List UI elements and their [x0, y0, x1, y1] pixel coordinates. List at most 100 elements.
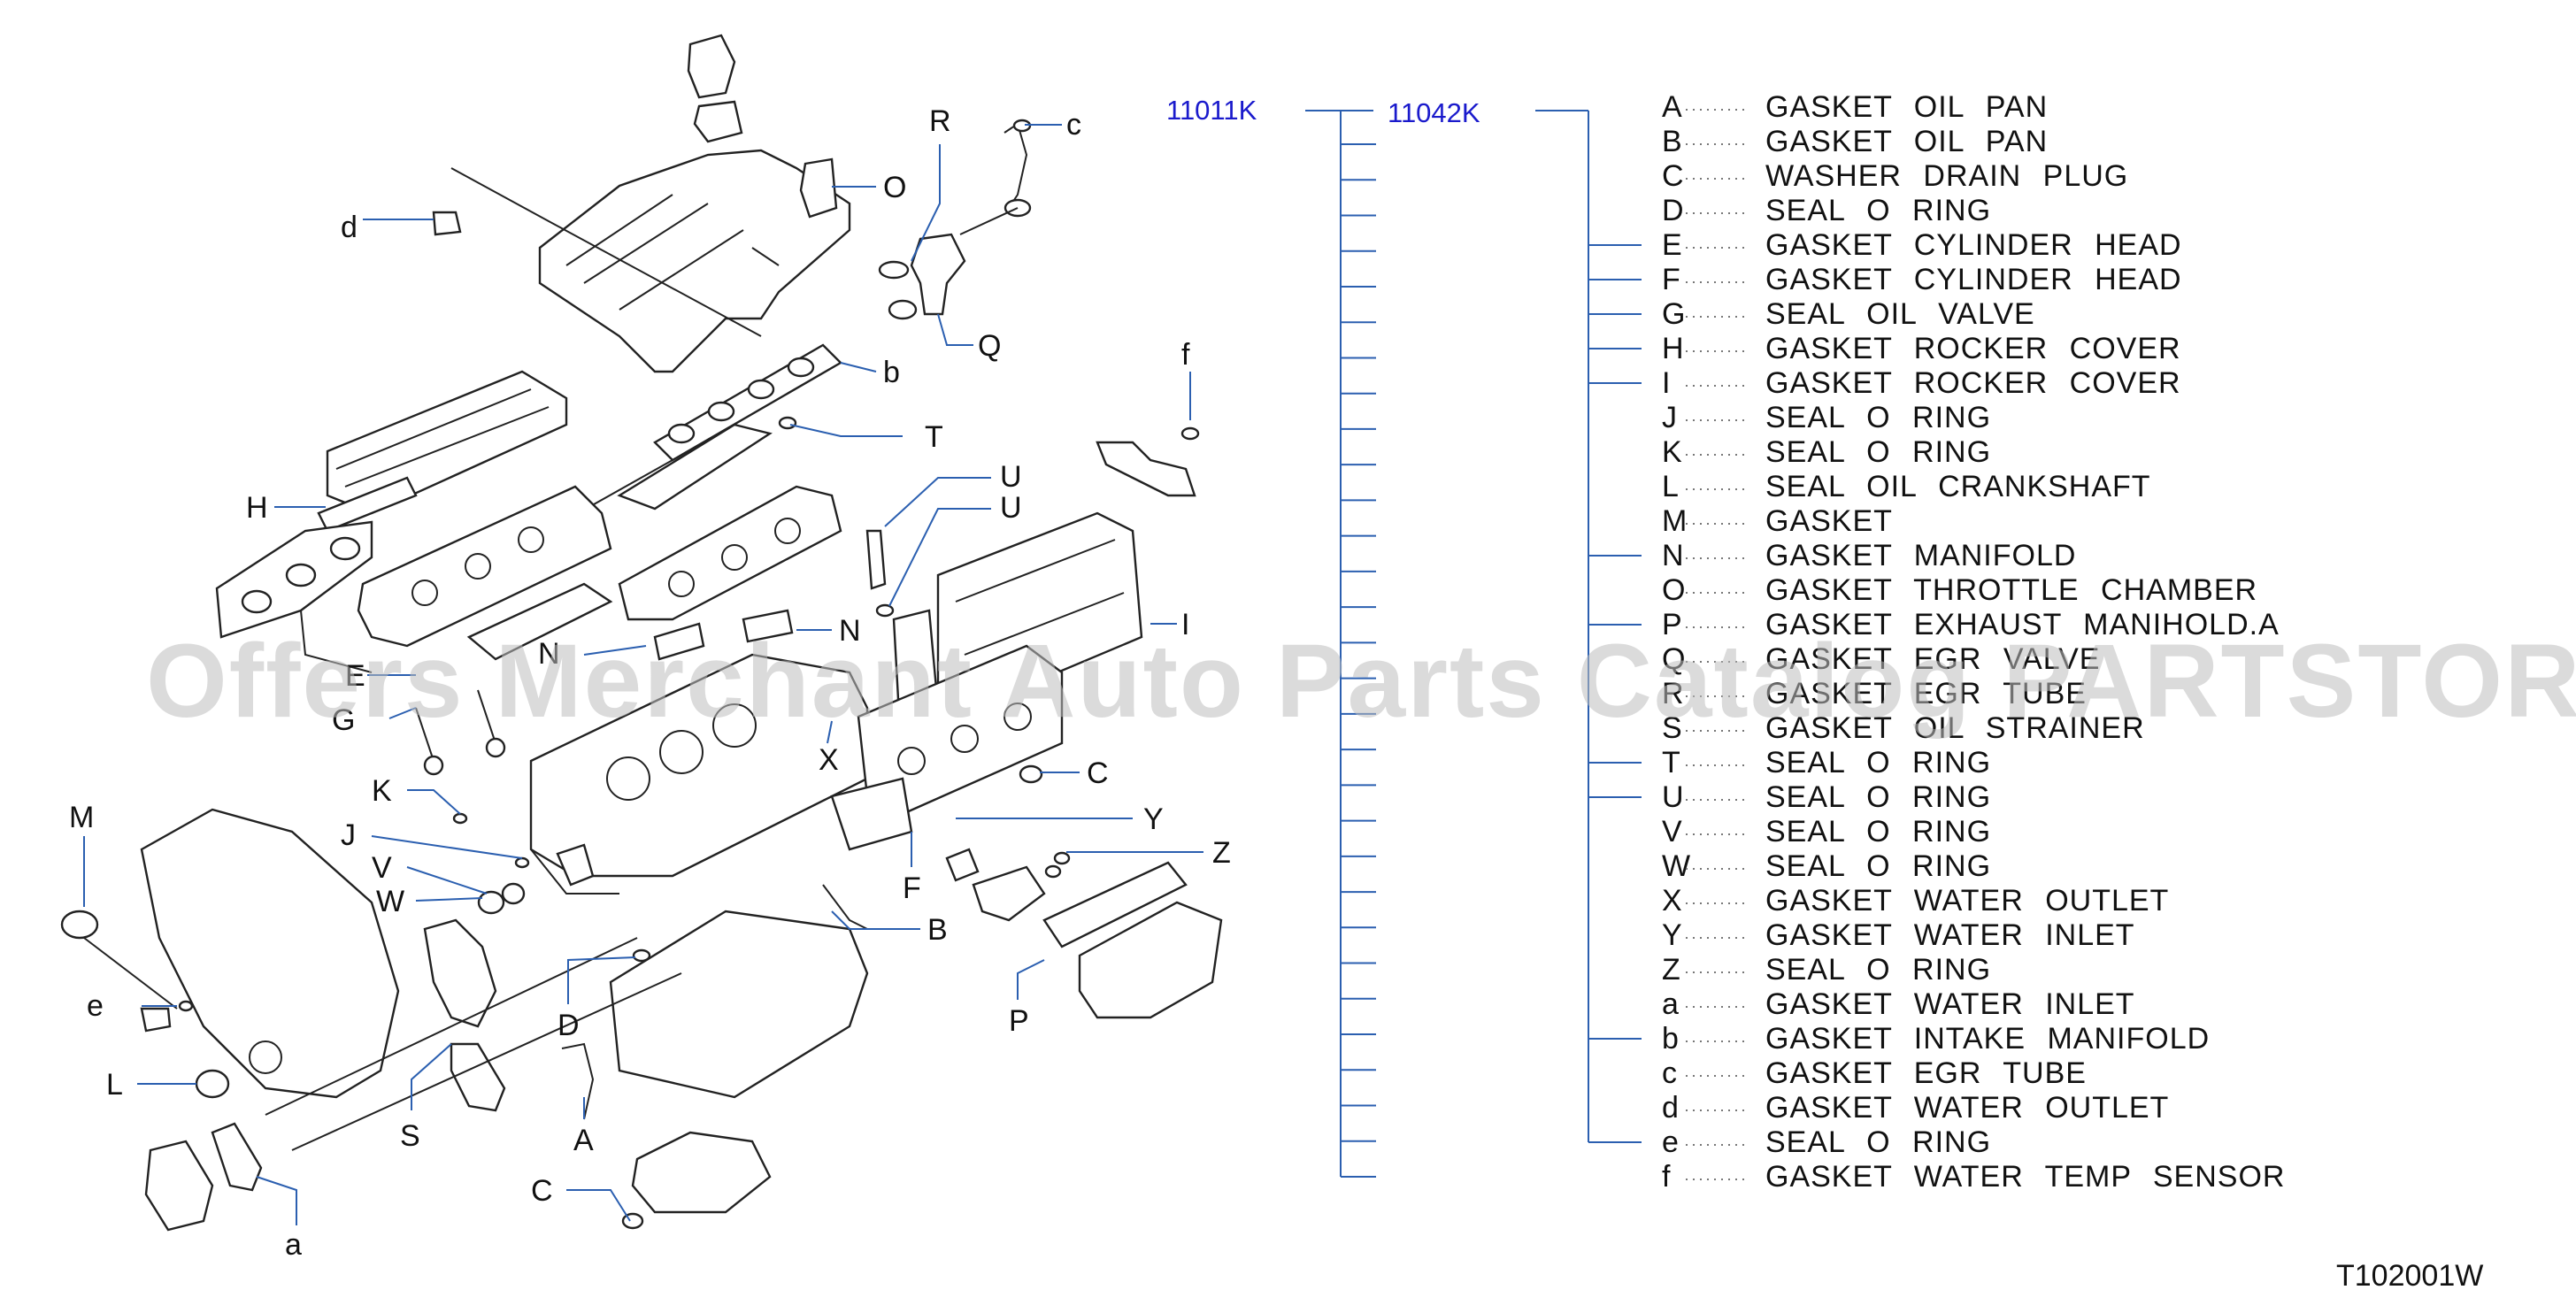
legend-description: GASKET EGR TUBE [1765, 677, 2087, 710]
callout-u-1: U [1000, 460, 1022, 494]
legend-description: GASKET WATER TEMP SENSOR [1765, 1160, 2285, 1194]
callout-n-1: N [538, 637, 560, 671]
assembly-tree: 11011K 11042K [1166, 95, 1642, 1178]
legend-description: SEAL O RING [1765, 849, 1991, 883]
callout-k: K [372, 774, 392, 808]
legend-description: SEAL O RING [1765, 953, 1991, 987]
callout-a-lower: a [285, 1228, 302, 1262]
callout-y: Y [1143, 802, 1164, 836]
assembly-code-main[interactable]: 11011K [1166, 95, 1257, 126]
assembly-code-sub[interactable]: 11042K [1388, 97, 1480, 128]
legend-row[interactable]: P GASKET EXHAUST MANIHOLD.A [1662, 608, 2280, 641]
legend-key: M [1662, 504, 1687, 538]
legend-key: F [1662, 263, 1680, 296]
legend-row[interactable]: U SEAL O RING [1662, 780, 1991, 814]
legend-description: GASKET WATER OUTLET [1765, 1091, 2169, 1125]
callout-m: M [69, 801, 94, 834]
legend-row[interactable]: C WASHER DRAIN PLUG [1662, 159, 2128, 193]
legend-key: G [1662, 297, 1685, 331]
callout-i: I [1181, 608, 1189, 641]
legend-row[interactable]: e SEAL O RING [1662, 1125, 1991, 1159]
callout-d: d [341, 211, 358, 244]
legend-key: X [1662, 884, 1682, 918]
callout-x: X [819, 743, 839, 777]
legend-description: SEAL O RING [1765, 780, 1991, 814]
callout-c-top: c [1066, 108, 1081, 142]
legend-row[interactable]: W SEAL O RING [1662, 849, 1991, 883]
legend-key: W [1662, 849, 1690, 883]
legend-row[interactable]: F GASKET CYLINDER HEAD [1662, 263, 2182, 296]
legend-key: B [1662, 125, 1682, 158]
callout-p: P [1009, 1004, 1029, 1038]
legend-key: e [1662, 1125, 1679, 1159]
callout-f-upper: F [903, 871, 921, 905]
callout-e: E [345, 659, 365, 693]
legend-key: U [1662, 780, 1684, 814]
watermark-text: Offers Merchant Auto Parts Catalog PARTS… [146, 623, 2576, 740]
legend-row[interactable]: K SEAL O RING [1662, 435, 1991, 469]
legend-description: GASKET OIL PAN [1765, 90, 2048, 124]
legend-row[interactable]: B GASKET OIL PAN [1662, 125, 2048, 158]
callout-q: Q [978, 329, 1001, 363]
legend-description: GASKET ROCKER COVER [1765, 366, 2181, 400]
legend-description: SEAL O RING [1765, 401, 1991, 434]
legend-description: SEAL O RING [1765, 194, 1991, 227]
legend-description: GASKET CYLINDER HEAD [1765, 228, 2182, 262]
callout-c-lower: C [531, 1174, 553, 1208]
legend-description: GASKET CYLINDER HEAD [1765, 263, 2182, 296]
legend-key: L [1662, 470, 1679, 503]
legend-row[interactable]: D SEAL O RING [1662, 194, 1991, 227]
legend-row[interactable]: X GASKET WATER OUTLET [1662, 884, 2169, 918]
callout-b-upper: B [927, 913, 948, 947]
diagram-footer-code: T102001W [2336, 1259, 2483, 1293]
callout-u-2: U [1000, 491, 1022, 525]
callout-w: W [376, 885, 404, 918]
legend-key: P [1662, 608, 1682, 641]
legend-description: GASKET EGR VALVE [1765, 642, 2100, 676]
callout-n-2: N [839, 614, 861, 648]
legend-key: C [1662, 159, 1684, 193]
legend-key: Y [1662, 918, 1682, 952]
legend-key: I [1662, 366, 1670, 400]
legend-row[interactable]: I GASKET ROCKER COVER [1662, 366, 2181, 400]
legend-description: GASKET WATER OUTLET [1765, 884, 2169, 918]
callout-h: H [246, 491, 268, 525]
legend-key: V [1662, 815, 1682, 848]
legend-description: GASKET EXHAUST MANIHOLD.A [1765, 608, 2280, 641]
exploded-engine-drawing [60, 34, 1223, 1232]
legend-key: H [1662, 332, 1684, 365]
legend-description: GASKET OIL PAN [1765, 125, 2048, 158]
legend-key: O [1662, 573, 1685, 607]
legend-key: D [1662, 194, 1684, 227]
callout-f: f [1181, 338, 1190, 372]
legend-key: K [1662, 435, 1682, 469]
legend-description: WASHER DRAIN PLUG [1765, 159, 2128, 193]
legend-description: SEAL O RING [1765, 1125, 1991, 1159]
legend-key: a [1662, 987, 1679, 1021]
callout-o: O [883, 171, 906, 204]
legend-description: SEAL O RING [1765, 435, 1991, 469]
